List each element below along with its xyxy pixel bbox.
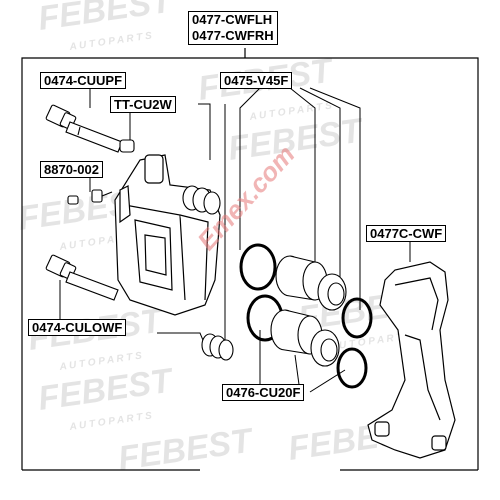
label-v45f: 0475-V45F (220, 72, 293, 89)
watermark-sub: A U T O P A R T S (68, 30, 153, 53)
label-caliper-assembly: 0477-CWFLH 0477-CWFRH (188, 11, 278, 45)
leader-culowf-2 (157, 332, 206, 346)
piston-upper (275, 255, 328, 301)
piston-seal-upper (239, 243, 277, 291)
label-top-line1: 0477-CWFLH (192, 12, 273, 27)
boot-lower (201, 333, 234, 361)
boot-seal-lower (310, 329, 340, 367)
bolt-lower (45, 254, 119, 301)
bolt-upper (45, 104, 123, 153)
watermark-sub: A U T O P A R T S (68, 410, 153, 433)
label-cuupf: 0474-CUUPF (40, 72, 127, 89)
ring-lower (336, 347, 368, 389)
label-cu20f: 0476-CU20F (222, 384, 305, 401)
boot-upper (182, 185, 221, 215)
leader-v45f-3 (299, 87, 341, 290)
label-cwf: 0477C-CWF (366, 225, 447, 242)
ring-upper (341, 297, 373, 339)
watermark-brand: FEBEST (36, 0, 177, 38)
caliper-bracket (367, 261, 456, 459)
leader-v45f-2 (289, 87, 316, 265)
bleeder-screw (67, 189, 113, 205)
leader-v45f-1 (239, 87, 261, 250)
label-ttcu2w: TT-CU2W (110, 96, 176, 113)
sleeve-upper (119, 139, 135, 153)
boot-seal-upper (317, 273, 347, 311)
main-frame (21, 57, 479, 470)
piston-lower (270, 309, 323, 355)
leader-ttcu2w-2 (198, 103, 211, 160)
leader-v45f-4 (309, 87, 361, 310)
label-top-line2: 0477-CWFRH (192, 28, 274, 43)
label-8870: 8870-002 (40, 161, 103, 178)
label-culowf: 0474-CULOWF (28, 319, 127, 336)
watermark-brand: FEBEST (36, 361, 177, 418)
